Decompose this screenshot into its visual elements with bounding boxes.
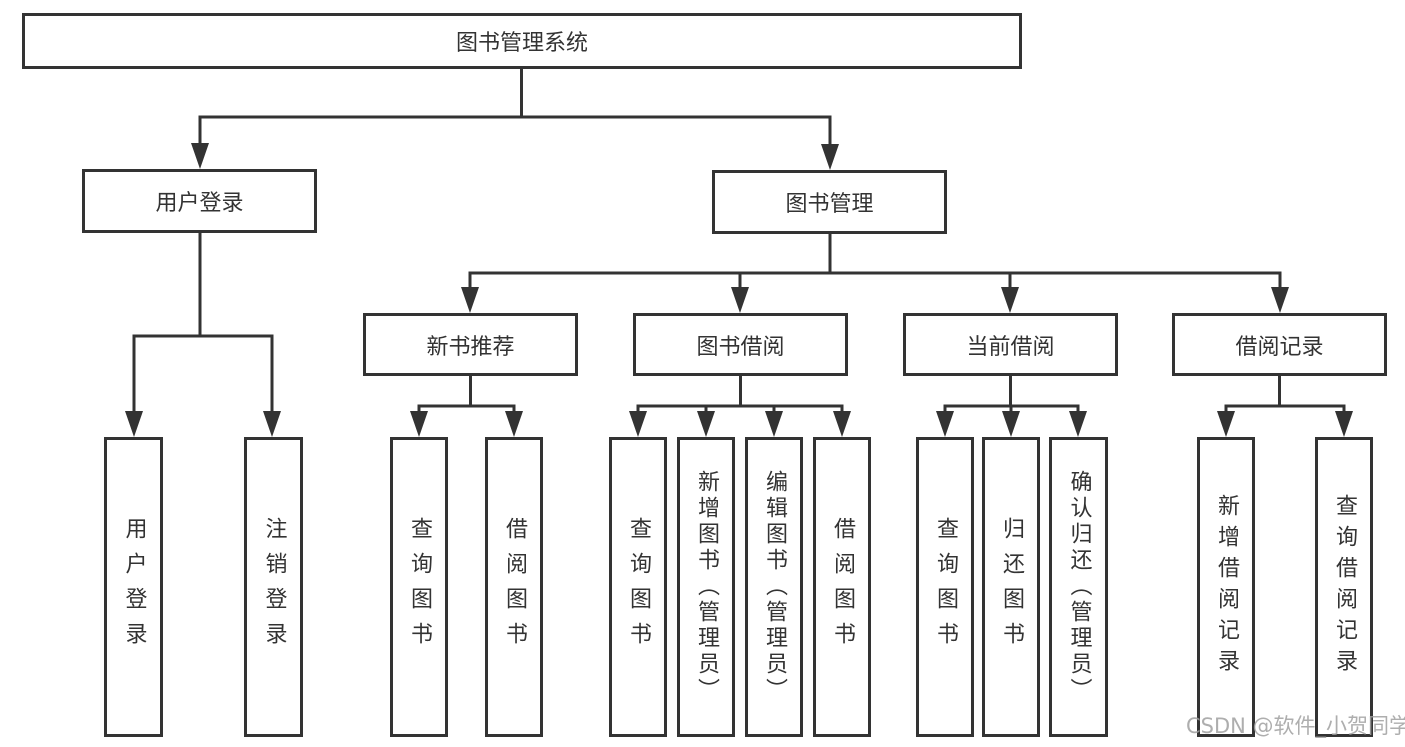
node-label: 图书管理 [785, 192, 874, 217]
leaf-confirm-return-admin: 确认归还（管理员） [1049, 437, 1108, 737]
leaf-logout: 注销登录 [244, 437, 303, 737]
leaf-label: 编辑图书（管理员） [762, 470, 787, 704]
leaf-label: 借阅图书 [502, 517, 527, 657]
leaf-label: 借阅图书 [830, 517, 855, 657]
node-label: 当前借阅 [966, 334, 1055, 360]
node-user-login: 用户登录 [82, 169, 317, 233]
leaf-borrow-books-recommend: 借阅图书 [485, 437, 543, 737]
leaf-query-books-borrow: 查询图书 [609, 437, 667, 737]
node-library-management-system: 图书管理系统 [22, 13, 1022, 69]
node-current-borrowing: 当前借阅 [903, 313, 1118, 376]
leaf-label: 查询图书 [933, 517, 958, 657]
node-label: 图书借阅 [696, 334, 785, 360]
leaf-user-login: 用户登录 [104, 437, 163, 737]
node-borrowing-records: 借阅记录 [1172, 313, 1387, 376]
node-label: 用户登录 [155, 191, 244, 216]
leaf-add-borrow-record: 新增借阅记录 [1197, 437, 1255, 737]
node-book-borrowing: 图书借阅 [633, 313, 848, 376]
csdn-watermark: CSDN @软件_小贺同学 [1186, 714, 1405, 738]
leaf-return-book: 归还图书 [982, 437, 1040, 737]
arrowhead-icons [125, 143, 1353, 437]
leaf-label: 注销登录 [261, 517, 287, 657]
leaf-label: 新增借阅记录 [1214, 494, 1239, 680]
node-label: 新书推荐 [426, 334, 515, 360]
leaf-label: 确认归还（管理员） [1066, 470, 1092, 704]
leaf-borrow-books-borrow: 借阅图书 [813, 437, 871, 737]
leaf-label: 用户登录 [121, 517, 147, 657]
leaf-query-borrow-record: 查询借阅记录 [1315, 437, 1373, 737]
leaf-add-book-admin: 新增图书（管理员） [677, 437, 735, 737]
node-label: 借阅记录 [1235, 334, 1324, 360]
leaf-label: 查询图书 [407, 517, 432, 657]
node-new-book-recommend: 新书推荐 [363, 313, 578, 376]
leaf-query-books-recommend: 查询图书 [390, 437, 448, 737]
node-book-management: 图书管理 [712, 170, 947, 234]
leaf-label: 查询图书 [626, 517, 651, 657]
leaf-query-books-current: 查询图书 [916, 437, 974, 737]
node-label: 图书管理系统 [455, 31, 588, 56]
leaf-edit-book-admin: 编辑图书（管理员） [745, 437, 803, 737]
leaf-label: 新增图书（管理员） [694, 470, 719, 704]
leaf-label: 归还图书 [999, 517, 1024, 657]
leaf-label: 查询借阅记录 [1332, 494, 1357, 680]
